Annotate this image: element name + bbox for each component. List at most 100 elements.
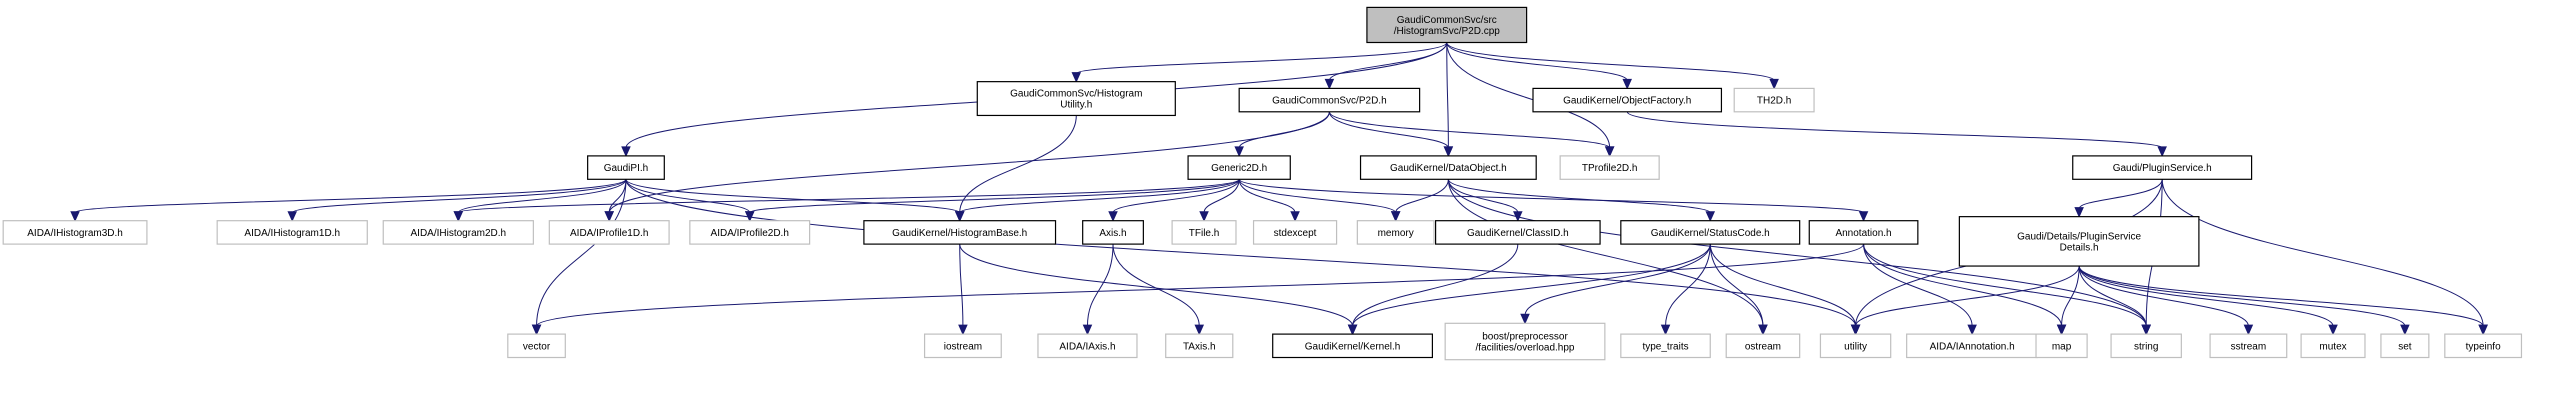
node-box (689, 220, 811, 245)
node-box (382, 220, 534, 245)
node-statuscode[interactable]: GaudiKernel/StatusCode.h (1620, 220, 1801, 245)
node-label: AIDA/IHistogram3D.h (27, 228, 123, 239)
node-taxis: TAxis.h (1165, 333, 1234, 359)
arrowhead-axish-to-iaxis (1082, 324, 1093, 336)
node-annotation[interactable]: Annotation.h (1808, 220, 1919, 245)
node-iprof2d: AIDA/IProfile2D.h (689, 220, 811, 245)
edge-generic2d-to-histbase (959, 178, 1240, 214)
node-box[interactable] (2072, 155, 2253, 180)
node-generic2d[interactable]: Generic2D.h (1187, 155, 1291, 180)
node-box[interactable] (1532, 87, 1723, 113)
node-box[interactable] (1366, 6, 1528, 44)
node-box[interactable] (1272, 333, 1433, 359)
node-label: GaudiCommonSvc/src (1397, 15, 1497, 26)
edge-dataobject-to-statuscode (1447, 179, 1711, 214)
node-box[interactable] (1434, 220, 1601, 245)
node-box[interactable] (1359, 155, 1537, 180)
node-box (1620, 333, 1711, 359)
arrowhead-root-to-gaudipi (621, 146, 631, 158)
arrowhead-statuscode-to-boostpp (1520, 313, 1530, 325)
node-box[interactable] (1958, 216, 2200, 267)
node-box (216, 220, 368, 245)
node-box[interactable] (863, 220, 1057, 245)
node-box[interactable] (1808, 220, 1919, 245)
node-mutex: mutex (2300, 333, 2366, 359)
node-label: /HistogramSvc/P2D.cpp (1394, 26, 1501, 37)
node-axish[interactable]: Axis.h (1082, 220, 1144, 245)
edge-p2dh-to-iprof1d (608, 111, 1330, 213)
node-box[interactable] (587, 155, 665, 180)
node-box (2444, 333, 2523, 359)
arrowhead-generic2d-to-histbase (954, 211, 965, 222)
edge-annotation-to-iannotation (1863, 244, 1973, 327)
edge-generic2d-to-ihist2d (457, 178, 1240, 214)
edge-psdetails-to-typeinfo (2078, 265, 2484, 327)
edge-psdetails-to-string (2078, 266, 2147, 327)
edge-statuscode-to-kernelh (1352, 244, 1711, 327)
arrowhead-p2dh-to-dataobject (1443, 146, 1454, 158)
arrowhead-generic2d-to-annotation (1858, 211, 1869, 222)
arrowhead-generic2d-to-iprof2d (744, 211, 755, 222)
node-label: mutex (2319, 341, 2346, 352)
node-dataobject[interactable]: GaudiKernel/DataObject.h (1359, 155, 1537, 180)
node-label: typeinfo (2466, 341, 2501, 352)
arrowhead-root-to-objfactory (1622, 78, 1632, 90)
edge-psdetails-to-map (2061, 266, 2080, 327)
node-label: stdexcept (1274, 228, 1317, 239)
edge-generic2d-to-axish (1112, 179, 1240, 214)
node-histbase[interactable]: GaudiKernel/HistogramBase.h (863, 220, 1057, 245)
node-box (1733, 87, 1815, 113)
edge-psdetails-to-sstream (2078, 265, 2249, 327)
node-iprof1d: AIDA/IProfile1D.h (548, 220, 670, 245)
edge-dataobject-to-memory (1395, 179, 1449, 213)
edge-generic2d-to-memory (1238, 179, 1397, 214)
node-root[interactable]: GaudiCommonSvc/src/HistogramSvc/P2D.cpp (1366, 6, 1528, 44)
node-label: GaudiCommonSvc/Histogram (1010, 89, 1142, 100)
node-box[interactable] (1187, 155, 1291, 180)
node-p2dh[interactable]: GaudiCommonSvc/P2D.h (1238, 87, 1421, 113)
edge-p2dh-to-generic2d (1238, 111, 1330, 149)
node-objfactory[interactable]: GaudiKernel/ObjectFactory.h (1532, 87, 1723, 113)
node-gaudipi[interactable]: GaudiPI.h (587, 155, 665, 180)
edge-gaudipi-to-histbase (625, 178, 961, 214)
node-label: /facilities/overload.hpp (1476, 343, 1575, 354)
node-box[interactable] (1620, 220, 1801, 245)
arrowhead-dataobject-to-memory (1390, 211, 1401, 222)
node-box[interactable] (976, 81, 1176, 117)
node-label: Gaudi/PluginService.h (2113, 163, 2212, 174)
node-label: type_traits (1642, 341, 1688, 352)
arrowhead-annotation-to-iannotation (1967, 324, 1977, 336)
node-label: AIDA/IProfile2D.h (711, 228, 789, 239)
node-label: string (2134, 341, 2158, 352)
arrowhead-gaudipi-to-ihist1d (287, 211, 297, 222)
node-box[interactable] (1238, 87, 1421, 113)
node-box[interactable] (1082, 220, 1144, 245)
edge-generic2d-to-stdexcept (1238, 179, 1296, 213)
node-stdexcept: stdexcept (1252, 220, 1338, 245)
arrowhead-root-to-th2d (1769, 78, 1779, 90)
node-label: GaudiKernel/ObjectFactory.h (1563, 96, 1691, 107)
arrowhead-psdetails-to-utility (1850, 324, 1861, 336)
node-label: vector (523, 341, 551, 352)
arrowhead-p2dh-to-tprofile2d (1604, 146, 1615, 158)
node-kernelh[interactable]: GaudiKernel/Kernel.h (1272, 333, 1433, 359)
node-label: boost/preprocessor (1482, 332, 1568, 343)
node-label: GaudiKernel/StatusCode.h (1651, 228, 1770, 239)
node-label: AIDA/IHistogram2D.h (411, 228, 507, 239)
node-label: GaudiKernel/Kernel.h (1305, 341, 1401, 352)
edge-axish-to-taxis (1112, 244, 1200, 327)
node-classid[interactable]: GaudiKernel/ClassID.h (1434, 220, 1601, 245)
edge-objfactory-to-pluginservice (1626, 111, 2163, 149)
node-label: set (2398, 341, 2412, 352)
edge-annotation-to-vector (536, 243, 1865, 327)
edge-pluginservice-to-psdetails (2078, 179, 2163, 209)
node-string: string (2110, 333, 2182, 359)
edge-root-to-p2dh (1328, 42, 1448, 81)
node-box (1819, 333, 1892, 359)
node-pluginservice[interactable]: Gaudi/PluginService.h (2072, 155, 2253, 180)
edge-dataobject-to-ostream (1447, 179, 1764, 327)
node-label: GaudiPI.h (604, 163, 648, 174)
node-tfile: TFile.h (1171, 220, 1237, 245)
